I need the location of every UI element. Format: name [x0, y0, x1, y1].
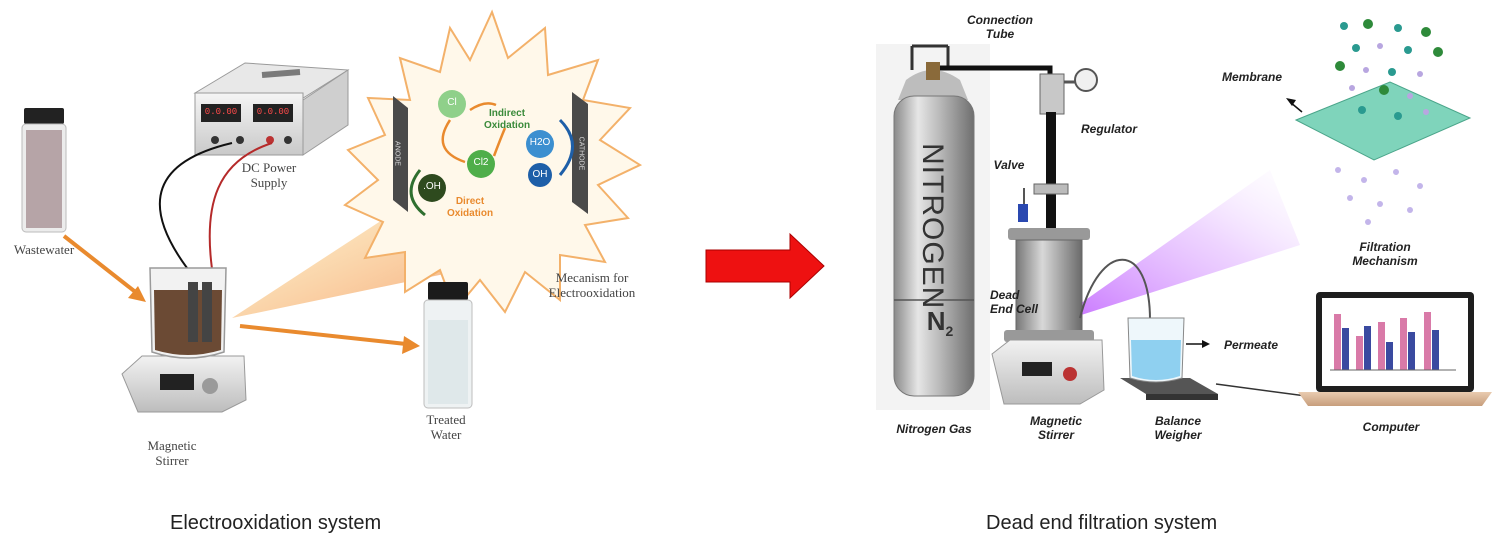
cylinder-symbol-letter: N	[926, 306, 946, 336]
label-magnetic-stirrer-right: Magnetic Stirrer	[1016, 414, 1096, 442]
label-dc-power: DC Power Supply	[224, 160, 314, 190]
label-treated-water-line1: Treated	[426, 412, 466, 427]
label-indirect-line1: Indirect	[488, 108, 526, 119]
label-dead-end-cell-line1: Dead	[990, 288, 1020, 302]
caption-dead-end-filtration: Dead end filtration system	[986, 512, 1218, 534]
label-oh-radical: .OH	[423, 181, 441, 192]
label-balance-line2: Weigher	[1154, 428, 1202, 442]
red-wire	[208, 142, 273, 283]
power-display-right: 0.0.00	[256, 107, 290, 117]
cylinder-symbol: N2	[920, 306, 960, 339]
label-connection-tube-line2: Tube	[985, 27, 1015, 41]
black-wire	[158, 142, 233, 283]
label-connection-tube: Connection Tube	[960, 13, 1040, 41]
label-balance-weigher: Balance Weigher	[1138, 414, 1218, 442]
label-dc-power-line2: Supply	[250, 175, 288, 190]
label-direct-line2: Oxidation	[446, 208, 494, 219]
laptop-icon	[1298, 292, 1492, 406]
label-filtration-line1: Filtration	[1359, 240, 1411, 254]
label-magnetic-stirrer-left-line1: Magnetic	[147, 438, 197, 453]
label-oh-minus: OH	[532, 169, 548, 180]
particles	[1335, 19, 1443, 225]
gas-cylinder-icon	[876, 44, 990, 410]
label-valve: Valve	[993, 158, 1025, 172]
label-filtration-mechanism: Filtration Mechanism	[1340, 240, 1430, 268]
cathode-arrow	[558, 118, 574, 176]
oh-minus-circle	[528, 163, 552, 187]
label-membrane: Membrane	[1221, 70, 1283, 84]
label-dead-end-cell-line2: End Cell	[990, 302, 1039, 316]
label-h2o: H2O	[529, 137, 551, 148]
label-wastewater: Wastewater	[13, 242, 75, 257]
cl2-up-arrow	[492, 127, 507, 157]
label-balance-line1: Balance	[1154, 414, 1202, 428]
h2o-circle	[526, 130, 554, 158]
label-direct-oxidation: Direct Oxidation	[440, 196, 500, 220]
label-cathode: CATHODE	[577, 136, 585, 171]
vial-icon	[21, 108, 67, 233]
cylinder-text: NITROGEN	[916, 143, 949, 310]
membrane-arrow-icon	[1286, 98, 1303, 113]
stirrer-icon	[121, 355, 247, 413]
beaker-icon	[149, 267, 227, 359]
red-arrow-icon	[705, 232, 825, 300]
treated-arrow-icon	[239, 324, 420, 354]
wastewater-arrow-icon	[62, 234, 146, 302]
label-computer: Computer	[1362, 420, 1420, 434]
label-regulator: Regulator	[1080, 122, 1137, 136]
label-connection-tube-line1: Connection	[967, 13, 1033, 27]
cl-to-cl2-arrow	[441, 119, 466, 164]
anode-plate	[393, 96, 408, 212]
permeate-arrow-icon	[1186, 340, 1210, 348]
label-indirect-oxidation: Indirect Oxidation	[472, 108, 542, 132]
treated-vial-icon	[423, 282, 473, 409]
dead-end-cell-icon	[1004, 228, 1094, 342]
label-indirect-line2: Oxidation	[483, 120, 531, 131]
power-supply-icon	[193, 62, 350, 156]
label-mechanism-line1: Mecanism for	[555, 270, 629, 285]
label-magnetic-stirrer-right-line1: Magnetic	[1029, 414, 1082, 428]
label-permeate: Permeate	[1223, 338, 1279, 352]
label-anode: ANODE	[393, 141, 401, 166]
stirrer-right-icon	[991, 339, 1105, 405]
regulator-icon	[1039, 68, 1098, 232]
permeate-beaker-icon	[1127, 317, 1185, 383]
valve-icon	[1018, 183, 1069, 222]
label-treated-water: Treated Water	[406, 412, 486, 442]
cylinder-symbol-subscript: 2	[945, 323, 954, 340]
label-filtration-line2: Mechanism	[1352, 254, 1418, 268]
indirect-arrow	[469, 102, 497, 112]
label-treated-water-line2: Water	[430, 427, 462, 442]
cl-minus-circle	[438, 90, 466, 118]
power-display-left: 0.0.00	[204, 107, 238, 117]
label-mechanism-line2: Electrooxidation	[548, 285, 636, 300]
label-magnetic-stirrer-left: Magnetic Stirrer	[132, 438, 212, 468]
direct-arrow	[409, 169, 426, 217]
caption-electrooxidation: Electrooxidation system	[170, 512, 382, 534]
label-mechanism: Mecanism for Electrooxidation	[532, 270, 652, 300]
cathode-plate	[572, 92, 588, 214]
label-cl-minus: Cl	[447, 97, 457, 108]
label-magnetic-stirrer-left-line2: Stirrer	[155, 453, 189, 468]
label-direct-line1: Direct	[455, 196, 485, 207]
outlet-tube	[1079, 258, 1151, 321]
label-nitrogen-gas: Nitrogen Gas	[896, 422, 972, 436]
label-dead-end-cell: Dead End Cell	[990, 288, 1046, 316]
label-cl2: Cl2	[473, 157, 489, 168]
membrane-icon	[1294, 81, 1472, 161]
cl2-circle	[467, 150, 495, 178]
label-dc-power-line1: DC Power	[241, 160, 297, 175]
scale-icon	[1120, 378, 1218, 400]
data-cable	[1215, 383, 1307, 397]
light-cone-right	[1050, 170, 1300, 325]
oh-radical-circle	[418, 174, 446, 202]
label-magnetic-stirrer-right-line2: Stirrer	[1037, 428, 1075, 442]
